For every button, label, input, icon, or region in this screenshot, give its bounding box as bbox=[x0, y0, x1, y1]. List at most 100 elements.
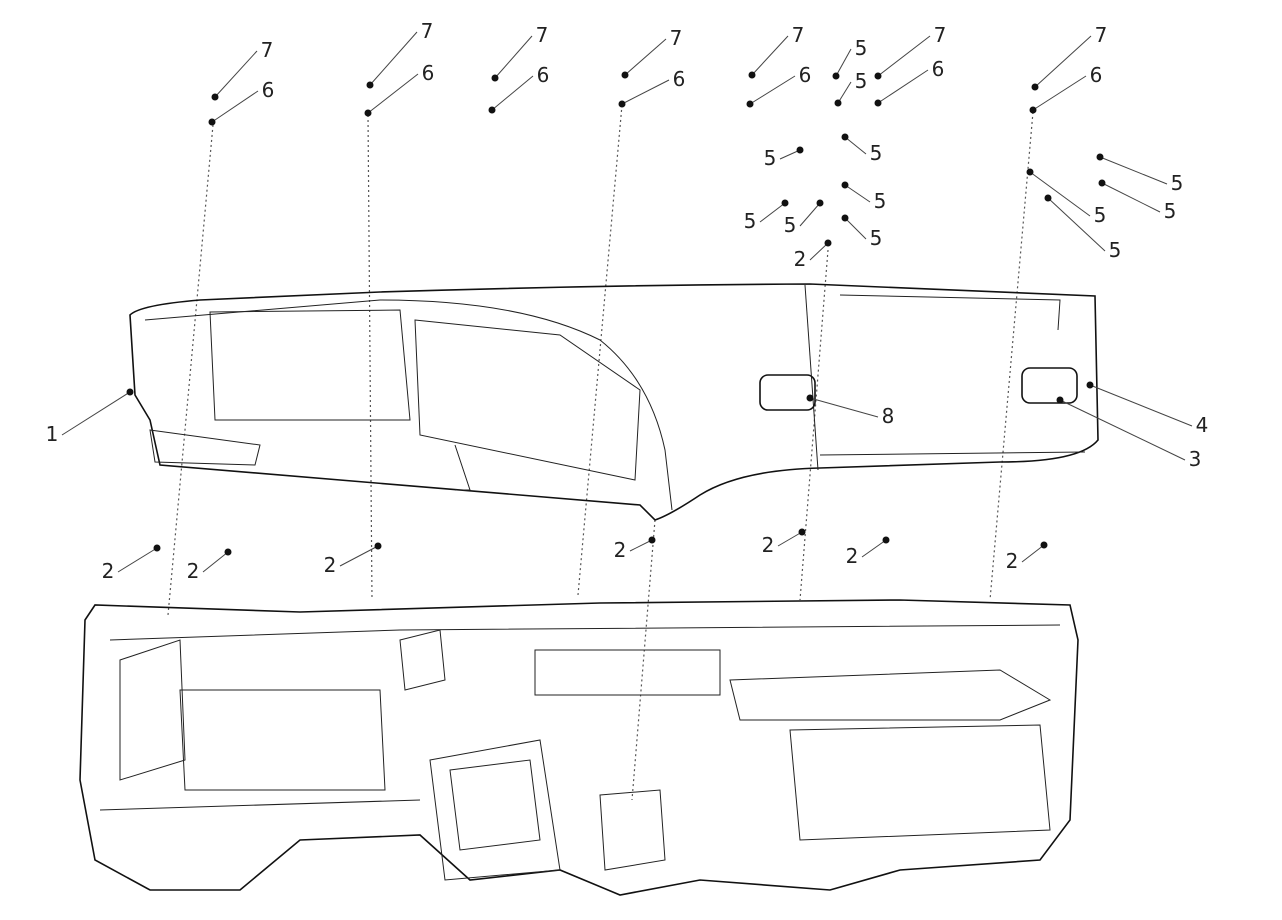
callout-number: 2 bbox=[102, 559, 115, 583]
callout-number: 2 bbox=[794, 247, 807, 271]
instrument-panel-carrier bbox=[79, 599, 1079, 896]
leader-line bbox=[844, 136, 867, 155]
callout-number: 5 bbox=[874, 189, 887, 213]
fastener-part bbox=[882, 536, 890, 544]
fastener-part bbox=[648, 536, 656, 544]
fastener-part bbox=[781, 199, 789, 207]
callout-number: 5 bbox=[1171, 171, 1184, 195]
callout-number: 2 bbox=[846, 544, 859, 568]
callout-number: 7 bbox=[670, 26, 683, 50]
fastener-part bbox=[364, 109, 372, 117]
fastener-part bbox=[824, 239, 832, 247]
leader-line bbox=[844, 184, 871, 203]
callout-number: 6 bbox=[799, 63, 812, 87]
fastener-part bbox=[841, 214, 849, 222]
upper-instrument-panel-cover bbox=[129, 283, 1099, 521]
fastener-part bbox=[1031, 83, 1039, 91]
leader-line bbox=[835, 48, 852, 77]
leader-line bbox=[61, 391, 131, 436]
callout-number: 7 bbox=[421, 19, 434, 43]
callout-number: 7 bbox=[792, 23, 805, 47]
fastener-part bbox=[1044, 194, 1052, 202]
fastener-part bbox=[1096, 153, 1104, 161]
callout-number: 5 bbox=[1109, 238, 1122, 262]
leader-line bbox=[877, 69, 929, 104]
callout-number: 6 bbox=[422, 61, 435, 85]
fastener-part bbox=[224, 548, 232, 556]
fastener-part bbox=[1086, 381, 1094, 389]
leader-line bbox=[624, 38, 667, 76]
leader-line bbox=[211, 90, 259, 123]
alignment-lines bbox=[167, 104, 1034, 801]
callout-number: 6 bbox=[1090, 63, 1103, 87]
leader-line bbox=[751, 35, 789, 76]
fastener-part bbox=[153, 544, 161, 552]
fastener-part bbox=[1040, 541, 1048, 549]
leader-line bbox=[491, 75, 534, 111]
fastener-part bbox=[366, 81, 374, 89]
callout-number: 2 bbox=[1006, 549, 1019, 573]
leader-line bbox=[202, 551, 229, 573]
fastener-part bbox=[874, 99, 882, 107]
callout-number: 2 bbox=[762, 533, 775, 557]
fastener-part bbox=[832, 72, 840, 80]
callout-number: 5 bbox=[784, 213, 797, 237]
fastener-part bbox=[746, 100, 754, 108]
fastener-part bbox=[374, 542, 382, 550]
callout-number: 7 bbox=[536, 23, 549, 47]
callout-number: 6 bbox=[537, 63, 550, 87]
callout-number: 5 bbox=[870, 226, 883, 250]
leader-line bbox=[1021, 544, 1045, 563]
fastener-part bbox=[841, 181, 849, 189]
fastener-part bbox=[621, 71, 629, 79]
fastener-part bbox=[748, 71, 756, 79]
leader-line bbox=[861, 539, 887, 558]
leader-line bbox=[799, 202, 821, 227]
fastener-part bbox=[834, 99, 842, 107]
fastener-part bbox=[488, 106, 496, 114]
leader-line bbox=[749, 75, 796, 105]
fastener-part bbox=[1056, 396, 1064, 404]
fastener-part bbox=[618, 100, 626, 108]
callout-number: 7 bbox=[1095, 23, 1108, 47]
leader-line bbox=[1047, 197, 1106, 252]
callout-number: 4 bbox=[1196, 413, 1209, 437]
fastener-part bbox=[1026, 168, 1034, 176]
leader-line bbox=[759, 202, 786, 223]
fastener-part bbox=[1029, 106, 1037, 114]
leader-line bbox=[844, 217, 867, 240]
callout-number: 2 bbox=[614, 538, 627, 562]
leader-line bbox=[494, 35, 533, 79]
callout-number: 5 bbox=[1164, 199, 1177, 223]
fastener-part bbox=[796, 146, 804, 154]
leader-line bbox=[621, 79, 670, 105]
leader-line bbox=[777, 531, 803, 547]
leader-line bbox=[779, 149, 801, 160]
callout-number: 7 bbox=[261, 38, 274, 62]
callout-number: 1 bbox=[46, 422, 59, 446]
leader-line bbox=[877, 35, 931, 77]
callout-number: 5 bbox=[1094, 203, 1107, 227]
callout-number: 6 bbox=[262, 78, 275, 102]
leader-line bbox=[117, 547, 158, 573]
leader-line bbox=[214, 50, 258, 98]
fastener-part bbox=[208, 118, 216, 126]
callout-number: 3 bbox=[1189, 447, 1202, 471]
vent-opening-right bbox=[1021, 367, 1078, 404]
callout-number: 5 bbox=[870, 141, 883, 165]
leader-line bbox=[1032, 75, 1087, 111]
callout-number: 2 bbox=[187, 559, 200, 583]
leader-line bbox=[1101, 182, 1161, 213]
leader-line bbox=[837, 81, 852, 104]
leader-line bbox=[369, 31, 418, 86]
callout-number: 8 bbox=[882, 404, 895, 428]
fastener-part bbox=[841, 133, 849, 141]
leader-line bbox=[1034, 35, 1092, 88]
leader-line bbox=[809, 242, 829, 261]
fastener-part bbox=[816, 199, 824, 207]
leader-line bbox=[809, 397, 879, 418]
leader-line bbox=[1099, 156, 1168, 185]
fastener-part bbox=[806, 394, 814, 402]
